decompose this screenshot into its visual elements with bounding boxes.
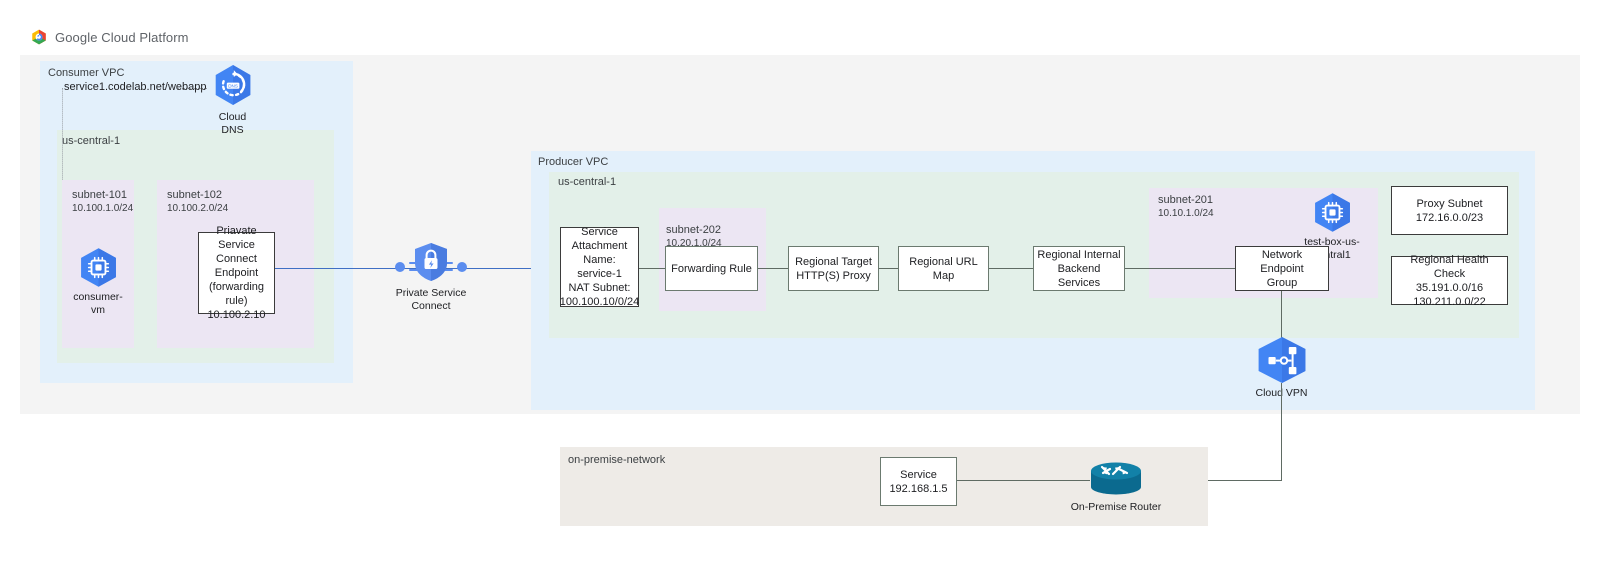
wire-psc-to-attachment	[446, 268, 560, 270]
backend-services-line1: Regional Internal	[1037, 248, 1121, 261]
google-cloud-logo-icon	[32, 29, 46, 45]
health-check-line1: Regional Health Check	[1410, 253, 1489, 280]
wire-proxy-to-urlmap	[879, 268, 899, 270]
neg-line2: Group	[1266, 276, 1298, 289]
consumer-vm-caption: consumer-vm	[73, 291, 123, 316]
gcp-header: Google Cloud Platform	[30, 28, 189, 46]
wire-neg-to-vpn	[1281, 291, 1283, 338]
subnet-102-name: subnet-102	[167, 189, 223, 201]
psc-endpoint-line1: Priavate Service	[216, 225, 257, 251]
subnet-201-name: subnet-201	[1158, 194, 1214, 206]
subnet-202-name: subnet-202	[666, 224, 722, 236]
subnet-102-label: subnet-102 10.100.2.0/24	[167, 189, 228, 215]
proxy-subnet-line1: Proxy Subnet	[1416, 197, 1483, 210]
wire-fr-to-proxy	[758, 268, 789, 270]
forwarding-rule-label: Forwarding Rule	[671, 262, 752, 275]
compute-vm-icon	[80, 248, 116, 287]
proxy-subnet-box[interactable]: Proxy Subnet 172.16.0.0/23	[1391, 186, 1508, 235]
subnet-202-cidr: 10.20.1.0/24	[666, 238, 722, 249]
onprem-service-line1: Service	[900, 468, 937, 481]
cloud-dns-icon: DNS	[215, 65, 250, 105]
service-attachment-line5: 100.100.10/0/24	[559, 296, 640, 308]
wire-vpn-to-router-vertical	[1281, 383, 1283, 481]
service-attachment-line3: Name: service-1	[577, 254, 622, 280]
health-check-line3: 130.211.0.0/22	[1413, 295, 1486, 308]
url-map-box[interactable]: Regional URL Map	[898, 246, 989, 291]
private-service-connect-caption: Private Service Connect	[395, 287, 467, 312]
onprem-network-label: on-premise-network	[568, 454, 666, 466]
wire-attachment-to-fr	[639, 268, 665, 270]
wire-backend-to-neg	[1125, 268, 1235, 270]
service-attachment-line1: Service	[581, 226, 618, 238]
dns-domain-label: service1.codelab.net/webapp	[64, 81, 207, 93]
target-proxy-line2: HTTP(S) Proxy	[796, 269, 871, 282]
subnet-201-cidr: 10.10.1.0/24	[1158, 208, 1214, 219]
wire-urlmap-to-backend	[989, 268, 1034, 270]
wire-vpn-to-router-horizontal	[1141, 480, 1282, 482]
on-premise-router-caption: On-Premise Router	[1070, 501, 1162, 513]
gcp-brand-text: Google Cloud Platform	[55, 29, 189, 45]
psc-endpoint-line2: Connect Endpoint	[214, 253, 259, 279]
wire-service-to-router	[957, 480, 1090, 482]
backend-services-box[interactable]: Regional Internal Backend Services	[1033, 246, 1125, 291]
onprem-service-line2: 192.168.1.5	[889, 482, 948, 495]
on-premise-router-icon	[1091, 462, 1141, 495]
backend-services-line2: Backend Services	[1057, 262, 1101, 289]
onprem-service-box[interactable]: Service 192.168.1.5	[880, 457, 957, 506]
subnet-101-name: subnet-101	[72, 189, 128, 201]
url-map-label: Regional URL Map	[909, 255, 978, 282]
subnet-101-cidr: 10.100.1.0/24	[72, 203, 134, 214]
svg-text:DNS: DNS	[228, 83, 238, 88]
proxy-subnet-line2: 172.16.0.0/23	[1415, 211, 1484, 224]
health-check-box[interactable]: Regional Health Check 35.191.0.0/16 130.…	[1391, 253, 1508, 308]
service-attachment-line4: NAT Subnet:	[568, 282, 631, 294]
subnet-202-label: subnet-202 10.20.1.0/24	[666, 224, 722, 250]
producer-vpc-label: Producer VPC	[538, 156, 609, 168]
consumer-vm-node[interactable]: consumer-vm	[73, 247, 123, 317]
psc-endpoint-line4: 10.100.2.10	[207, 309, 266, 321]
consumer-zone-label: us-central-1	[62, 135, 121, 147]
subnet-201-label: subnet-201 10.10.1.0/24	[1158, 194, 1214, 220]
compute-vm-icon	[1314, 193, 1350, 232]
target-proxy-line1: Regional Target	[795, 255, 872, 268]
target-proxy-box[interactable]: Regional Target HTTP(S) Proxy	[788, 246, 879, 291]
cloud-dns-caption: Cloud DNS	[218, 111, 247, 136]
psc-endpoint-line3: (forwarding rule)	[208, 281, 265, 307]
network-endpoint-group-box[interactable]: Network Endpoint Group	[1235, 246, 1329, 291]
producer-zone-label: us-central-1	[558, 176, 617, 188]
forwarding-rule-box[interactable]: Forwarding Rule	[665, 246, 758, 291]
on-premise-router-node[interactable]: On-Premise Router	[1070, 456, 1162, 514]
cloud-vpn-node[interactable]: Cloud VPN	[1253, 336, 1310, 400]
subnet-101-label: subnet-101 10.100.1.0/24	[72, 189, 133, 215]
cloud-vpn-caption: Cloud VPN	[1255, 387, 1308, 399]
consumer-vpc-label: Consumer VPC	[48, 67, 125, 79]
cloud-vpn-icon	[1258, 337, 1305, 383]
cloud-dns-node[interactable]: DNS Cloud DNS	[205, 64, 260, 137]
neg-line1: Network Endpoint	[1260, 248, 1304, 275]
service-attachment-line2: Attachment	[571, 240, 628, 252]
dns-dotted-link-right	[178, 88, 207, 89]
private-service-connect-icon	[395, 243, 467, 281]
subnet-102-cidr: 10.100.2.0/24	[167, 203, 229, 214]
private-service-connect-node[interactable]: Private Service Connect	[381, 238, 481, 313]
psc-endpoint-box[interactable]: Priavate Service Connect Endpoint (forwa…	[198, 225, 275, 321]
service-attachment-box[interactable]: Service Attachment Name: service-1 NAT S…	[559, 226, 640, 308]
health-check-line2: 35.191.0.0/16	[1415, 281, 1484, 294]
wire-endpoint-to-psc	[275, 268, 418, 270]
